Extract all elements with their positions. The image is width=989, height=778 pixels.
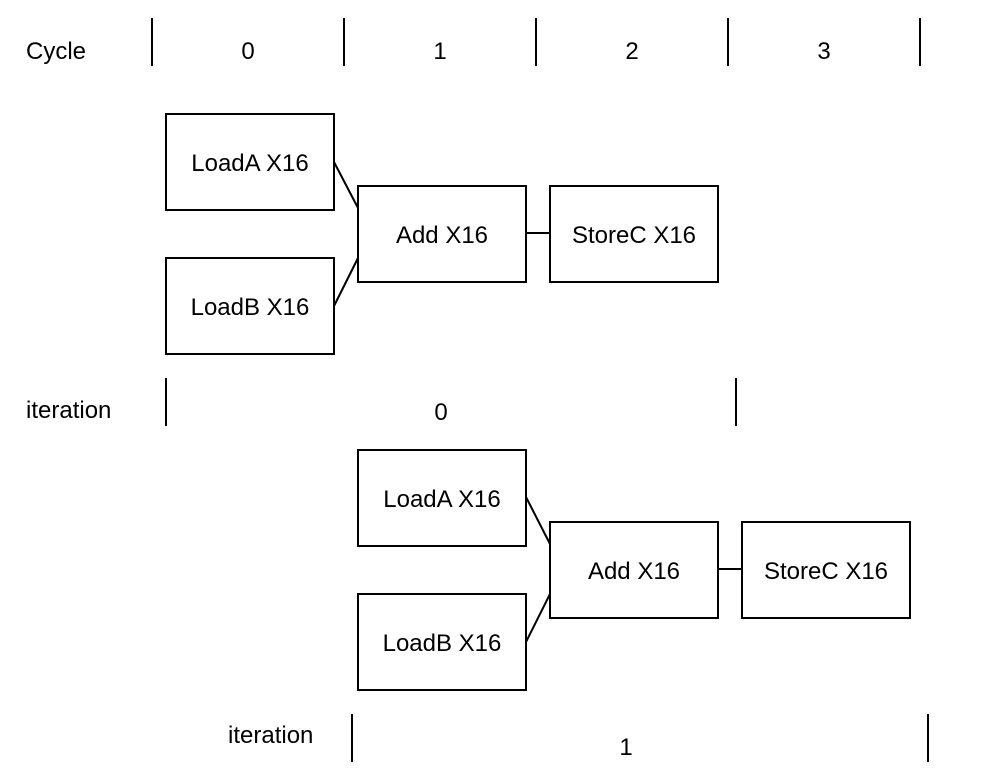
add-node-label: Add X16 — [396, 222, 488, 249]
storec-node-label: StoreC X16 — [572, 222, 696, 249]
loadb-node — [357, 593, 527, 691]
storec-node — [549, 185, 719, 283]
iteration-label: iteration — [26, 397, 111, 424]
loadb-node-label: LoadB X16 — [191, 294, 310, 321]
iteration-1-block: LoadA X16 LoadB X16 Add X16 StoreC X16 — [357, 449, 911, 691]
loada-node — [165, 113, 335, 211]
cycle-number: 2 — [625, 38, 638, 65]
iteration-label: iteration — [228, 722, 313, 749]
cycle-number: 1 — [433, 38, 446, 65]
cycle-number: 3 — [817, 38, 830, 65]
iteration-number: 1 — [619, 734, 632, 761]
edge-loadb-add — [525, 593, 551, 643]
cycle-number: 0 — [241, 38, 254, 65]
add-node — [357, 185, 527, 283]
storec-node — [741, 521, 911, 619]
loada-node-label: LoadA X16 — [191, 150, 308, 177]
iteration-0-block: LoadA X16 LoadB X16 Add X16 StoreC X16 — [165, 113, 719, 355]
edge-loadb-add — [333, 257, 359, 307]
loada-node — [357, 449, 527, 547]
loada-node-label: LoadA X16 — [383, 486, 500, 513]
loadb-node-label: LoadB X16 — [383, 630, 502, 657]
add-node-label: Add X16 — [588, 558, 680, 585]
loadb-node — [165, 257, 335, 355]
edge-loada-add — [525, 496, 551, 545]
edge-loada-add — [333, 161, 359, 209]
storec-node-label: StoreC X16 — [764, 558, 888, 585]
iteration-number: 0 — [434, 399, 447, 426]
add-node — [549, 521, 719, 619]
cycle-label: Cycle — [26, 38, 86, 65]
